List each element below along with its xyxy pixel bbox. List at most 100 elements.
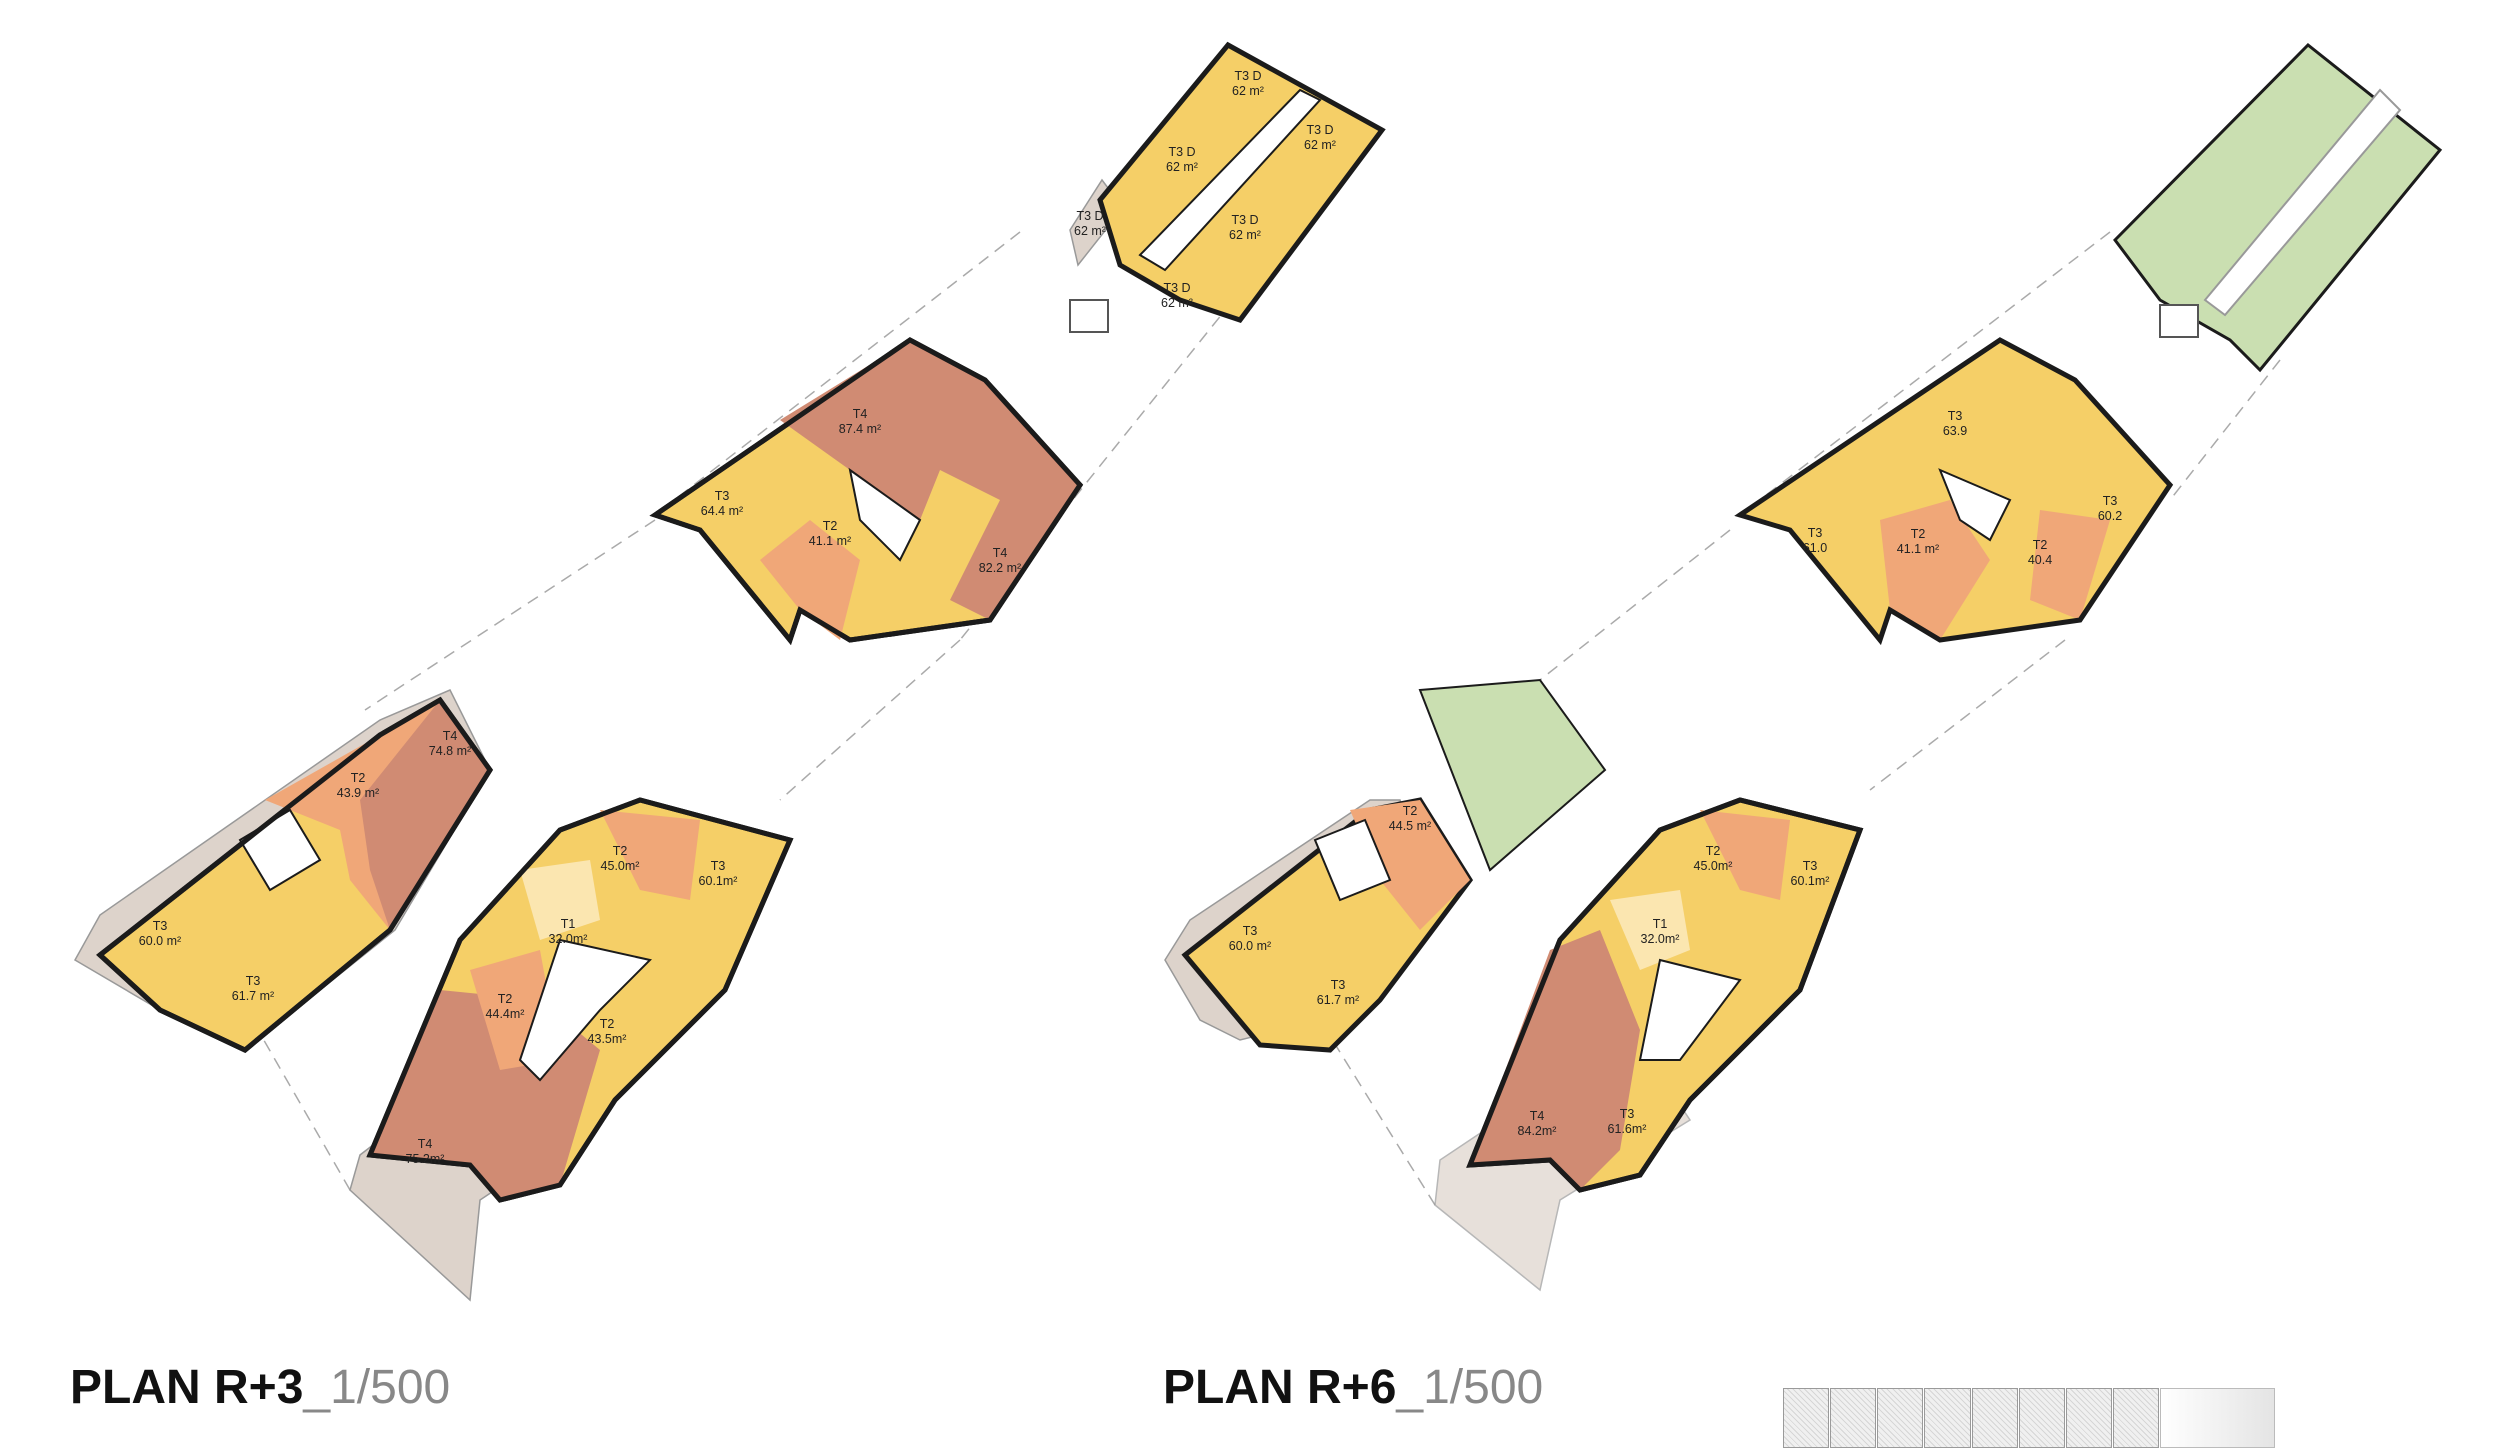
unit-type: T2 — [613, 844, 628, 858]
unit-area: 61.7 m² — [1317, 993, 1359, 1007]
unit-area: 84.2m² — [1518, 1124, 1557, 1138]
unit-area: 82.2 m² — [979, 561, 1021, 575]
unit-type: T3 D — [1076, 209, 1103, 223]
unit-type: T3 D — [1234, 69, 1261, 83]
unit-type: T2 — [600, 1017, 615, 1031]
unit-type: T3 — [711, 859, 726, 873]
unit-area: 60.1m² — [699, 874, 738, 888]
unit-area: 74.8 m² — [429, 744, 471, 758]
unit-area: 44.4m² — [486, 1007, 525, 1021]
unit-area: 60.0 m² — [1229, 939, 1271, 953]
unit-type: T3 — [1808, 526, 1823, 540]
legend-swatch — [1877, 1388, 1924, 1448]
plan-r3-building-north — [1069, 41, 1386, 333]
legend-swatch — [2112, 1388, 2160, 1448]
plan-r6-building-north — [2113, 42, 2443, 373]
unit-area: 62 m² — [1074, 224, 1106, 238]
unit-type: T3 — [1620, 1107, 1635, 1121]
plan-r6-title: PLAN R+6_1/500 — [1163, 1360, 1543, 1415]
unit-area: 60.1m² — [1791, 874, 1830, 888]
unit-type: T2 — [1403, 804, 1418, 818]
unit-type: T3 — [1948, 409, 1963, 423]
unit-area: 32.0m² — [549, 932, 588, 946]
unit-type: T4 — [443, 729, 458, 743]
unit-area: 41.1 m² — [809, 534, 851, 548]
plan-r3-building-southwest — [73, 689, 494, 1053]
unit-type: T3 D — [1168, 145, 1195, 159]
unit-area: 62 m² — [1229, 228, 1261, 242]
plan-r6-building-south — [1434, 797, 1864, 1292]
unit-type: T4 — [418, 1137, 433, 1151]
unit-area: 45.0m² — [601, 859, 640, 873]
unit-type: T3 D — [1163, 281, 1190, 295]
plan-r6-title-text: PLAN R+6 — [1163, 1361, 1397, 1414]
unit-area: 64.4 m² — [701, 504, 743, 518]
unit-area: 41.1 m² — [1897, 542, 1939, 556]
unit-area: 32.0m² — [1641, 932, 1680, 946]
legend-swatch — [1830, 1388, 1877, 1448]
unit-area: 61.6m² — [1608, 1122, 1647, 1136]
legend-gradient — [2160, 1388, 2275, 1448]
unit-type: T2 — [498, 992, 513, 1006]
unit-area: 45.0m² — [1694, 859, 1733, 873]
legend-swatch — [2018, 1388, 2065, 1448]
plan-r6-scale: _1/500 — [1396, 1361, 1544, 1414]
legend-swatch — [1783, 1388, 1830, 1448]
legend-swatch — [1971, 1388, 2018, 1448]
plan-r3-building-middle — [649, 337, 1084, 646]
unit-type: T3 D — [1231, 213, 1258, 227]
unit-type: T4 — [993, 546, 1008, 560]
material-legend-strip — [1783, 1388, 2275, 1448]
unit-area: 62 m² — [1304, 138, 1336, 152]
unit-area: 75.2m² — [406, 1152, 445, 1166]
unit-type: T3 — [1803, 859, 1818, 873]
legend-swatch — [2065, 1388, 2112, 1448]
plan-r3-scale: _1/500 — [303, 1361, 451, 1414]
plan-r6-building-middle — [1734, 337, 2174, 646]
unit-type: T2 — [1706, 844, 1721, 858]
plan-r3-building-south — [349, 797, 794, 1302]
unit-type: T1 — [1653, 917, 1668, 931]
unit-area: 62 m² — [1161, 296, 1193, 310]
unit-area: 61.7 m² — [232, 989, 274, 1003]
unit-area: 62 m² — [1232, 84, 1264, 98]
unit-area: 60.0 m² — [139, 934, 181, 948]
unit-type: T3 — [153, 919, 168, 933]
unit-type: T3 D — [1306, 123, 1333, 137]
unit-type: T4 — [1530, 1109, 1545, 1123]
unit-area: 61.0 — [1803, 541, 1827, 555]
unit-area: 60.2 — [2098, 509, 2122, 523]
plan-r6-building-southwest — [1164, 678, 1607, 1053]
unit-type: T2 — [823, 519, 838, 533]
unit-area: 62 m² — [1166, 160, 1198, 174]
unit-area: 43.5m² — [588, 1032, 627, 1046]
